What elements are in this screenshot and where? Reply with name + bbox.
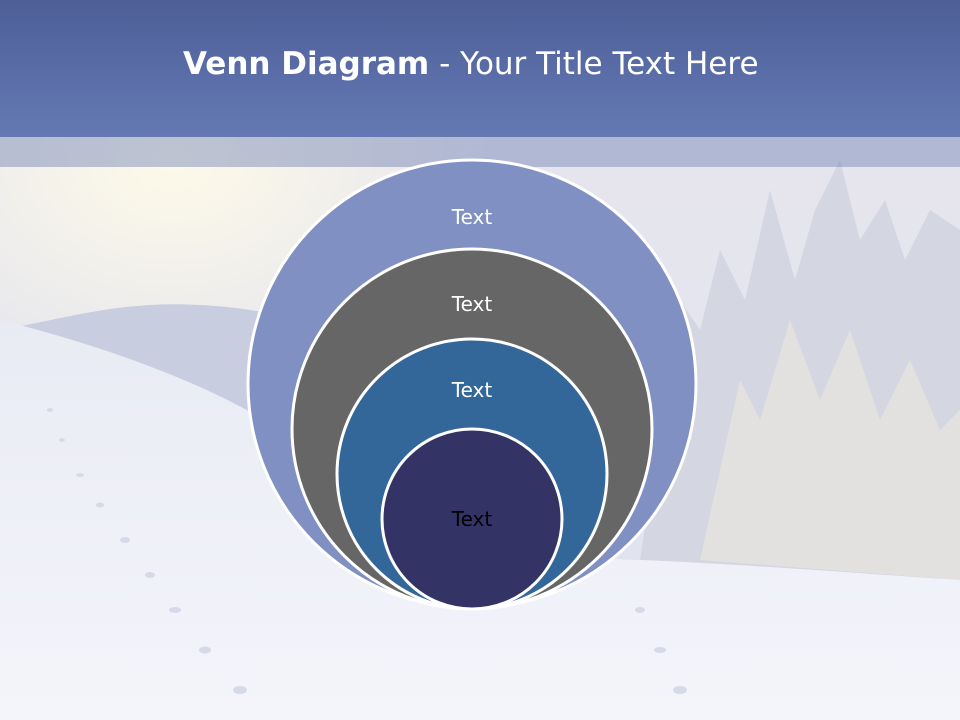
- slide-title[interactable]: Venn Diagram - Your Title Text Here: [183, 42, 759, 86]
- venn-circle-1-label: Text: [451, 205, 493, 229]
- venn-circle-3-label: Text: [451, 378, 493, 402]
- title-bar: [0, 0, 960, 137]
- slide-title-bold: Venn Diagram: [183, 46, 430, 82]
- venn-circle-2-label: Text: [451, 292, 493, 316]
- venn-circle-4[interactable]: [380, 427, 564, 611]
- slide-title-rest: - Your Title Text Here: [429, 46, 759, 82]
- venn-circle-4-label: Text: [451, 507, 493, 531]
